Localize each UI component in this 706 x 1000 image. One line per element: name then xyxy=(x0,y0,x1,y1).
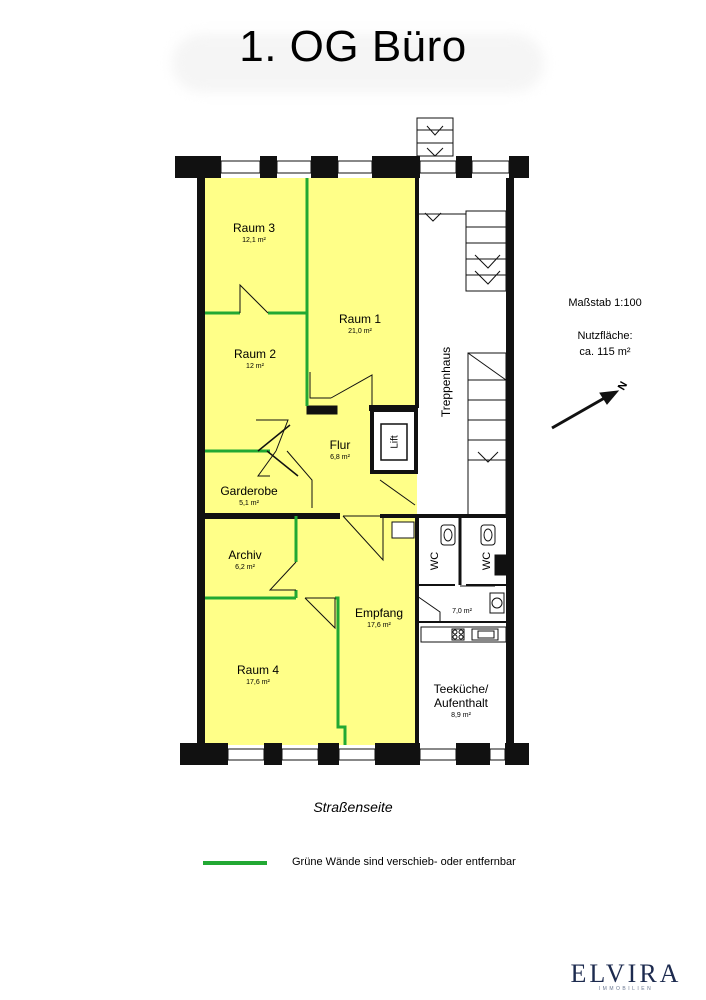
room-label-archiv: Archiv 6,2 m² xyxy=(228,548,261,571)
legend-green-line xyxy=(203,861,267,865)
wc-fixtures xyxy=(391,521,507,614)
top-window-sills xyxy=(311,156,338,178)
room-area: 12 m² xyxy=(246,363,264,370)
lift-label: Lift xyxy=(389,435,401,449)
title-backdrop xyxy=(172,34,544,92)
room-name: Raum 3 xyxy=(232,221,276,235)
lift-box xyxy=(380,423,408,461)
room-area: 17,6 m² xyxy=(246,679,270,686)
staircase xyxy=(416,117,507,517)
kitchen-counter xyxy=(420,626,507,643)
room-name: Raum 2 xyxy=(233,347,277,361)
logo-main: ELVIRA xyxy=(570,959,682,988)
room-name: Flur xyxy=(329,438,351,452)
logo-sub: IMMOBILIEN xyxy=(598,986,654,992)
room-area: 6,2 m² xyxy=(235,564,255,571)
room-name: Garderobe xyxy=(220,484,278,498)
room-label-garderobe: Garderobe 5,1 m² xyxy=(220,484,277,507)
room-label-flur: Flur 6,8 m² xyxy=(330,438,351,461)
legend-text: Grüne Wände sind verschieb- oder entfern… xyxy=(292,856,516,868)
bottom-windows xyxy=(227,748,506,761)
room-name: Raum 1 xyxy=(338,312,382,326)
wc-label-left: WC xyxy=(429,551,441,571)
room-area: 17,6 m² xyxy=(367,622,391,629)
room-label-empfang: Empfang 17,6 m² xyxy=(355,606,403,629)
room-area: 21,0 m² xyxy=(348,328,372,335)
elvira-logo: ELVIRA IMMOBILIEN xyxy=(556,959,696,992)
room-label-teekueche: Teeküche/ Aufenthalt 8,9 m² xyxy=(434,682,489,719)
door-swings xyxy=(239,283,495,655)
outer-side-walls xyxy=(197,178,514,745)
usable-area-value: ca. 115 m² xyxy=(579,346,631,358)
room-area: 6,8 m² xyxy=(330,454,350,461)
room-label-raum2: Raum 2 12 m² xyxy=(234,347,276,370)
room-label-wc-area: 7,0 m² xyxy=(452,606,472,615)
wc-label-right: WC xyxy=(481,551,493,571)
plan-title: 1. OG Büro xyxy=(239,22,467,71)
room-name: Empfang xyxy=(354,606,404,620)
room-area: 5,1 m² xyxy=(239,500,259,507)
room-name: Raum 4 xyxy=(236,663,280,677)
room-area: 8,9 m² xyxy=(451,712,471,719)
room-name: Archiv xyxy=(228,548,262,562)
room-area: 7,0 m² xyxy=(452,608,472,615)
room-name-line2: Aufenthalt xyxy=(433,696,489,710)
room-label-raum4: Raum 4 17,6 m² xyxy=(237,663,279,686)
top-windows xyxy=(220,160,510,174)
scale-label: Maßstab 1:100 xyxy=(568,297,642,309)
street-side-label: Straßenseite xyxy=(313,799,393,815)
bottom-facade-wall xyxy=(180,743,529,765)
room-label-raum1: Raum 1 21,0 m² xyxy=(339,312,381,335)
treppenhaus-label: Treppenhaus xyxy=(439,346,453,418)
usable-area-label: Nutzfläche: xyxy=(577,330,633,342)
room-name-line1: Teeküche/ xyxy=(433,682,489,696)
top-facade-wall xyxy=(175,156,529,178)
door-leaves xyxy=(257,424,299,477)
room-label-raum3: Raum 3 12,1 m² xyxy=(233,221,275,244)
north-arrow xyxy=(551,390,620,430)
room-area: 12,1 m² xyxy=(242,237,266,244)
